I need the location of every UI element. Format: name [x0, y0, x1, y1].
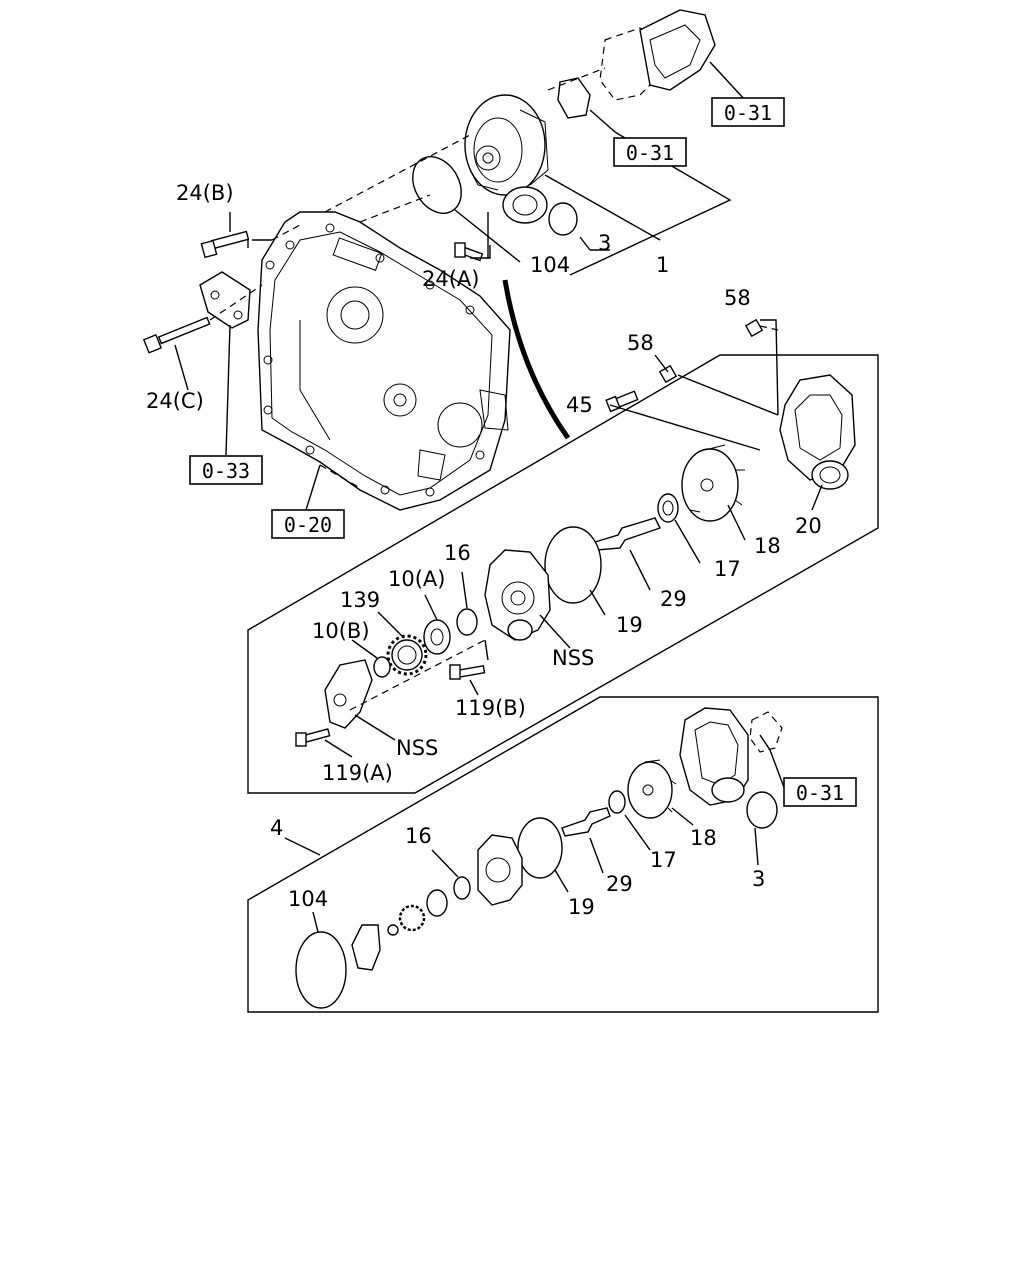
label-24c: 24(C) — [146, 389, 204, 413]
bolt-119b — [449, 664, 486, 680]
label-139: 139 — [340, 588, 380, 612]
middle-group-frame — [247, 354, 879, 794]
bearing-bottom — [426, 889, 448, 917]
label-45: 45 — [566, 393, 593, 417]
bottom-kit-frame — [247, 696, 879, 1013]
label-10a: 10(A) — [388, 567, 445, 591]
ref-033-text: 0-33 — [202, 459, 250, 483]
ref-031-top-text: 0-31 — [724, 101, 772, 125]
label-1: 1 — [656, 253, 669, 277]
label-29-bottom: 29 — [606, 872, 633, 896]
seal-17-bottom — [608, 790, 626, 814]
label-24a: 24(A) — [422, 267, 479, 291]
label-16-mid: 16 — [444, 541, 471, 565]
label-4: 4 — [270, 816, 283, 840]
label-20: 20 — [795, 514, 822, 538]
water-pump-assembly-top — [464, 94, 549, 224]
top-leader-lines — [174, 61, 755, 511]
o-ring-104-top — [412, 156, 462, 214]
impeller-18-bottom — [627, 759, 677, 819]
label-119a: 119(A) — [322, 761, 393, 785]
label-24b: 24(B) — [176, 181, 234, 205]
label-16-bottom: 16 — [405, 824, 432, 848]
bolt-24c — [142, 316, 211, 354]
impeller-18-mid — [681, 444, 745, 522]
o-ring-19-mid — [544, 526, 602, 604]
bolt-24a — [454, 242, 484, 262]
ref-031-mid-text: 0-31 — [626, 141, 674, 165]
pump-cover-nss-mid — [324, 659, 373, 729]
label-29-mid: 29 — [660, 587, 687, 611]
label-18-bottom: 18 — [690, 826, 717, 850]
thermostat-housing-top — [599, 9, 716, 101]
pump-cover-bottom — [351, 924, 381, 971]
label-19-bottom: 19 — [568, 895, 595, 919]
ref-box-020: 0-20 — [271, 509, 345, 539]
bracket-part — [199, 271, 251, 329]
ref-box-033: 0-33 — [189, 455, 263, 485]
pump-body-nss-mid — [484, 549, 551, 641]
bearing-10b — [373, 656, 391, 678]
pump-housing-bottom — [679, 707, 749, 806]
middle-leader-lines — [324, 319, 823, 758]
ref-box-031-mid: 0-31 — [613, 137, 687, 167]
shaft-29-bottom — [561, 807, 611, 837]
washer-bottom — [387, 924, 399, 936]
bolt-119a — [295, 728, 331, 747]
plug-58-right — [744, 318, 764, 338]
shaft-29-mid — [594, 517, 661, 551]
ref-box-031-bottom: 0-31 — [783, 777, 857, 807]
o-ring-19-bottom — [517, 817, 563, 879]
bearing-16-bottom — [453, 876, 471, 900]
bearing-16-mid — [456, 608, 478, 636]
assembly-arrow — [502, 279, 571, 440]
label-17-mid: 17 — [714, 557, 741, 581]
gasket-bottom — [749, 711, 783, 753]
bearing-10a — [423, 619, 451, 655]
label-3-bottom: 3 — [752, 867, 765, 891]
gear-139 — [386, 634, 428, 676]
label-17-bottom: 17 — [650, 848, 677, 872]
plug-58-left — [658, 364, 678, 384]
ref-031-bottom-text: 0-31 — [796, 781, 844, 805]
label-104-top: 104 — [530, 253, 570, 277]
label-58-right: 58 — [724, 286, 751, 310]
label-58-left: 58 — [627, 331, 654, 355]
label-10b: 10(B) — [312, 619, 370, 643]
bolt-45 — [605, 390, 639, 413]
bottom-leader-lines — [284, 734, 786, 933]
label-nss-cover: NSS — [396, 736, 438, 760]
bolt-24b — [200, 230, 250, 259]
label-104-bottom: 104 — [288, 887, 328, 911]
label-119b: 119(B) — [455, 696, 526, 720]
label-3-top: 3 — [598, 231, 611, 255]
thermostat-cover-20 — [779, 374, 856, 490]
pump-body-bottom — [477, 834, 523, 906]
gasket-top — [557, 77, 591, 119]
o-ring-3-top — [548, 202, 578, 236]
label-nss-body: NSS — [552, 646, 594, 670]
label-18-mid: 18 — [754, 534, 781, 558]
o-ring-104-bottom — [295, 931, 347, 1009]
ref-020-text: 0-20 — [284, 513, 332, 537]
timing-case-housing — [257, 211, 511, 511]
ref-box-031-top: 0-31 — [711, 97, 785, 127]
label-19-mid: 19 — [616, 613, 643, 637]
gear-bottom — [398, 904, 426, 932]
seal-17-mid — [657, 493, 679, 523]
o-ring-3-bottom — [746, 791, 778, 829]
